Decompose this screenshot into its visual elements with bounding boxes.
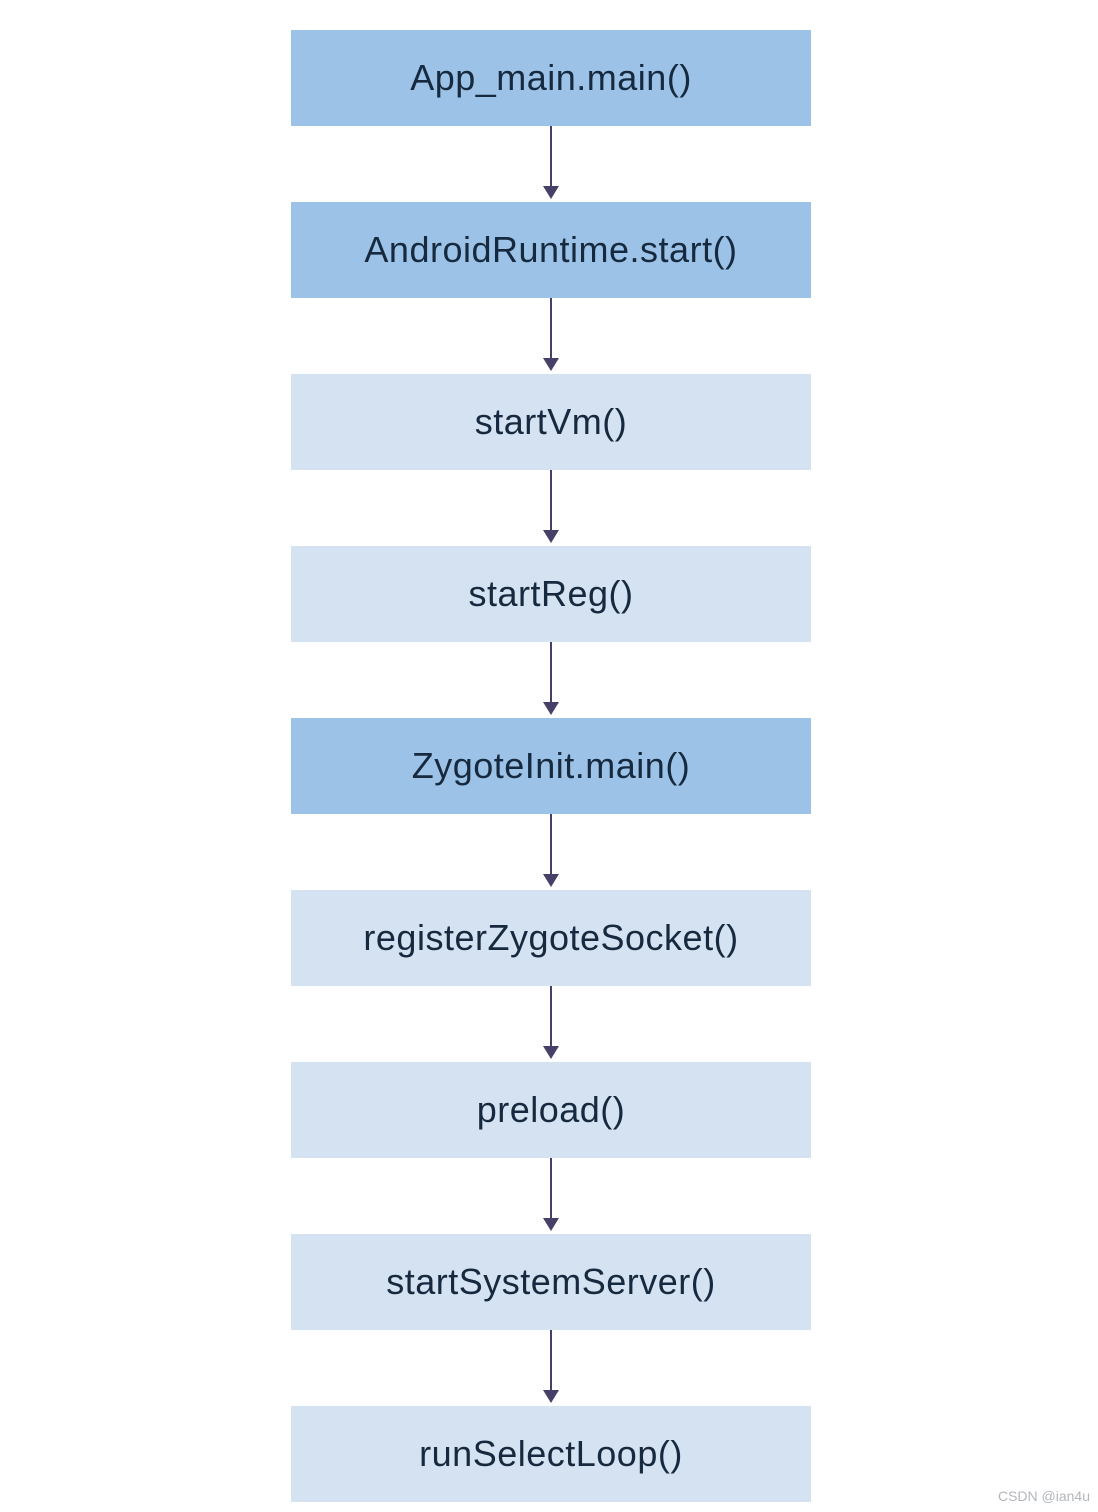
arrow-line (550, 986, 552, 1046)
arrow-head-icon (543, 1046, 559, 1059)
arrow-head-icon (543, 702, 559, 715)
arrow-head-icon (543, 1390, 559, 1403)
flow-node: startSystemServer() (291, 1234, 811, 1330)
arrow-head-icon (543, 530, 559, 543)
flow-node: startVm() (291, 374, 811, 470)
flow-arrow (291, 1330, 811, 1406)
arrow-head-icon (543, 186, 559, 199)
flow-node: runSelectLoop() (291, 1406, 811, 1502)
flow-arrow (291, 298, 811, 374)
flow-arrow (291, 642, 811, 718)
flow-arrow (291, 1158, 811, 1234)
flow-node: startReg() (291, 546, 811, 642)
arrow-line (550, 1158, 552, 1218)
flow-arrow (291, 126, 811, 202)
flow-node-label: runSelectLoop() (419, 1433, 683, 1474)
watermark: CSDN @ian4u (997, 1488, 1090, 1504)
flow-node-label: ZygoteInit.main() (411, 745, 691, 786)
flow-node: AndroidRuntime.start() (291, 202, 811, 298)
flow-node: preload() (291, 1062, 811, 1158)
flow-node-label: startSystemServer() (386, 1261, 716, 1302)
flowchart: App_main.main() AndroidRuntime.start() s… (291, 30, 811, 1502)
flow-node: ZygoteInit.main() (291, 718, 811, 814)
flow-node-label: startVm() (474, 401, 628, 442)
flow-node-label: startReg() (468, 573, 634, 614)
arrow-line (550, 126, 552, 186)
flow-node-label: preload() (476, 1089, 626, 1130)
arrow-head-icon (543, 1218, 559, 1231)
arrow-line (550, 298, 552, 358)
flow-arrow (291, 814, 811, 890)
arrow-head-icon (543, 874, 559, 887)
flow-node: App_main.main() (291, 30, 811, 126)
flow-node-label: App_main.main() (410, 57, 692, 98)
flow-arrow (291, 986, 811, 1062)
flow-node-label: AndroidRuntime.start() (364, 229, 738, 270)
arrow-line (550, 642, 552, 702)
arrow-line (550, 470, 552, 530)
arrow-line (550, 1330, 552, 1390)
flow-arrow (291, 470, 811, 546)
flow-node-label: registerZygoteSocket() (363, 917, 739, 958)
arrow-head-icon (543, 358, 559, 371)
flow-node: registerZygoteSocket() (291, 890, 811, 986)
arrow-line (550, 814, 552, 874)
